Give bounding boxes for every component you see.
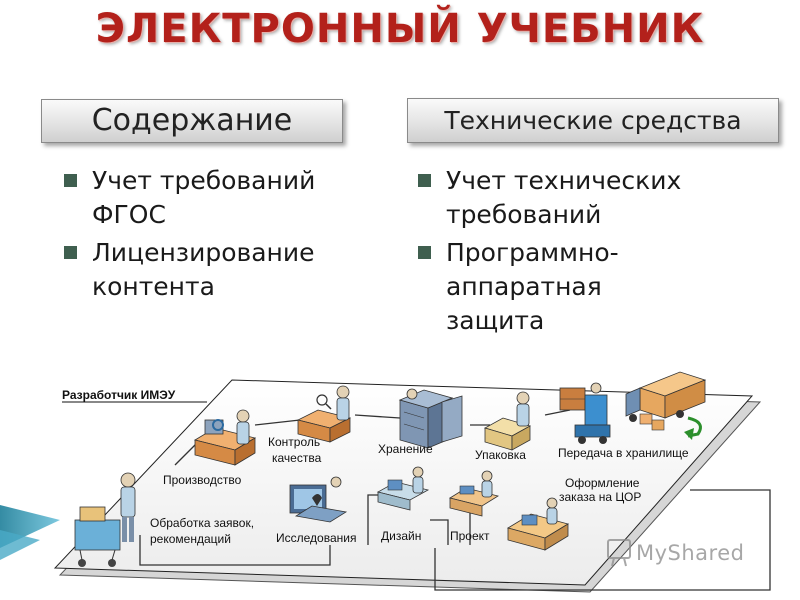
step-label-packing: Упаковка [475, 448, 526, 462]
content-list: Учет требований ФГОС Лицензирование конт… [64, 164, 364, 308]
square-bullet-icon [418, 246, 431, 259]
production-icon [193, 409, 257, 466]
list-item-line: ФГОС [92, 200, 166, 229]
watermark-text: MyShared [636, 541, 744, 565]
list-item: Учет требований ФГОС [64, 164, 364, 232]
square-bullet-icon [418, 174, 431, 187]
list-item-line: Учет технических [446, 166, 682, 195]
presentation-icon [607, 539, 631, 559]
list-item: Учет технических требований [418, 164, 758, 232]
step-label-orders: Обработка заявок, [150, 516, 254, 530]
square-bullet-icon [64, 246, 77, 259]
step-label-project: Проект [450, 529, 490, 543]
step-label-transfer: Передача в хранилище [558, 446, 689, 460]
list-item-line: аппаратная [446, 272, 602, 301]
list-item-line: защита [446, 306, 545, 335]
list-item-line: контента [92, 272, 215, 301]
developer-label: Разработчик ИМЭУ [62, 388, 176, 402]
design-icon [376, 466, 430, 511]
packing-icon [483, 391, 532, 451]
technical-means-header: Технические средства [407, 98, 779, 143]
step-label-research: Исследования [276, 531, 356, 545]
list-item-line: Лицензирование [92, 238, 315, 267]
project-icon [448, 470, 500, 517]
content-header: Содержание [41, 99, 343, 143]
return-arrow-icon [687, 416, 702, 438]
step-label-design: Дизайн [381, 529, 421, 543]
step-label-storage: Хранение [378, 442, 433, 456]
square-bullet-icon [64, 174, 77, 187]
step-label-quality-control: Контроль [268, 435, 320, 449]
step-label-orders: рекомендаций [150, 532, 231, 546]
list-item: Лицензирование контента [64, 236, 364, 304]
step-label-order-registration: Оформление [565, 476, 640, 490]
watermark: MyShared [607, 539, 744, 567]
technical-list: Учет технических требований Программно- … [418, 164, 758, 342]
teal-corner-stripe [0, 505, 60, 560]
process-diagram: Разработчик ИМЭУ [0, 371, 771, 593]
slide-title: ЭЛЕКТРОННЫЙ УЧЕБНИК [95, 6, 705, 52]
list-item-line: Учет требований [92, 166, 316, 195]
step-label-production: Производство [163, 473, 242, 487]
orders-station-icon [74, 472, 136, 567]
list-item-line: требований [446, 200, 602, 229]
step-label-order-registration: заказа на ЦОР [559, 490, 641, 504]
delivery-truck-icon [625, 371, 707, 440]
research-icon [289, 476, 348, 523]
storage-icon [398, 388, 463, 449]
list-item: Программно- аппаратная защита [418, 236, 758, 338]
list-item-line: Программно- [446, 238, 619, 267]
quality-control-icon [296, 385, 352, 443]
order-registration-icon [506, 497, 570, 551]
forklift-transfer-icon [559, 382, 611, 444]
step-label-quality-control: качества [272, 451, 322, 465]
